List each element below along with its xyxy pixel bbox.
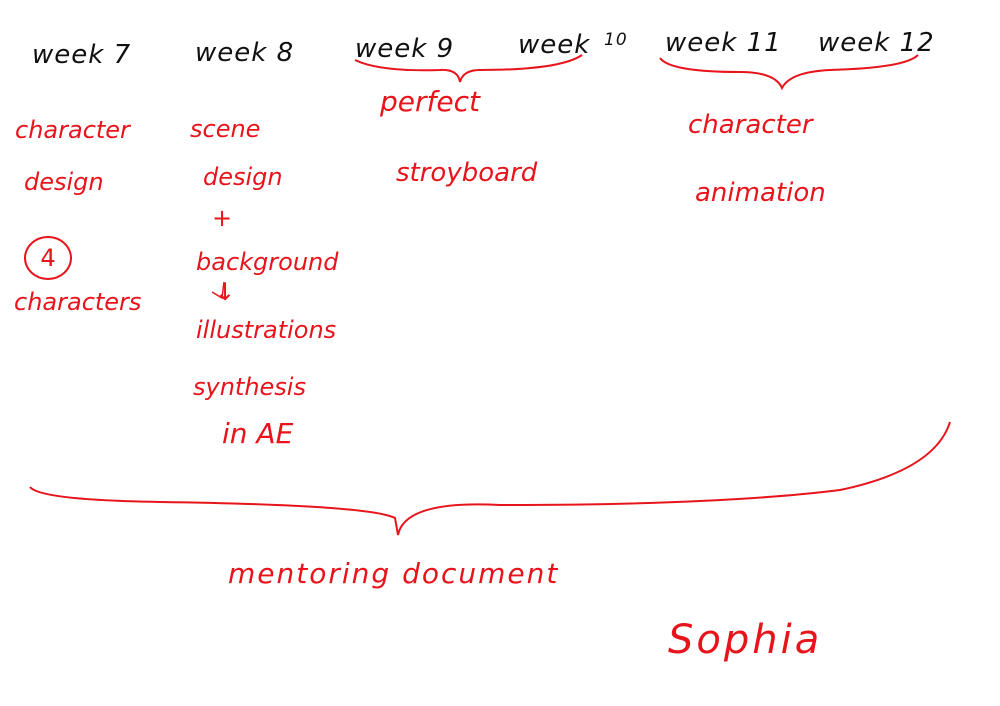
brace-bottom	[29, 421, 951, 536]
brace-week11-12	[659, 54, 919, 91]
week8-line-scene: scene	[190, 115, 261, 143]
week8-line-in-ae: in AE	[222, 417, 294, 450]
circled-number: 4	[24, 236, 72, 280]
week-12-label: week 12	[818, 28, 935, 58]
week8-line-synthesis: synthesis	[193, 373, 306, 401]
brace-week9-10	[354, 54, 583, 83]
week-9-label: week 9	[355, 34, 455, 64]
week9-line-perfect: perfect	[380, 85, 480, 118]
week-10-label: week	[518, 30, 591, 60]
week8-line-design: design	[203, 163, 283, 191]
week8-line-background: background	[196, 248, 339, 276]
week-11-label: week 11	[665, 28, 782, 58]
signature: Sophia	[668, 617, 823, 663]
week-10-number: 10	[604, 30, 628, 50]
week11-line-animation: animation	[695, 178, 826, 208]
week9-line-storyboard: stroyboard	[396, 158, 538, 188]
week8-plus: +	[212, 204, 233, 232]
arrow-stroke	[211, 281, 225, 300]
mentoring-document-label: mentoring document	[228, 557, 560, 590]
week7-line-character: character	[15, 116, 130, 144]
week7-line-characters: characters	[14, 288, 142, 316]
week11-line-character: character	[688, 110, 813, 140]
week-7-label: week 7	[32, 40, 132, 70]
week8-arrow: ↓	[215, 278, 236, 306]
week7-line-design: design	[24, 168, 104, 196]
week8-line-illustrations: illustrations	[196, 316, 337, 344]
week-8-label: week 8	[195, 38, 295, 68]
